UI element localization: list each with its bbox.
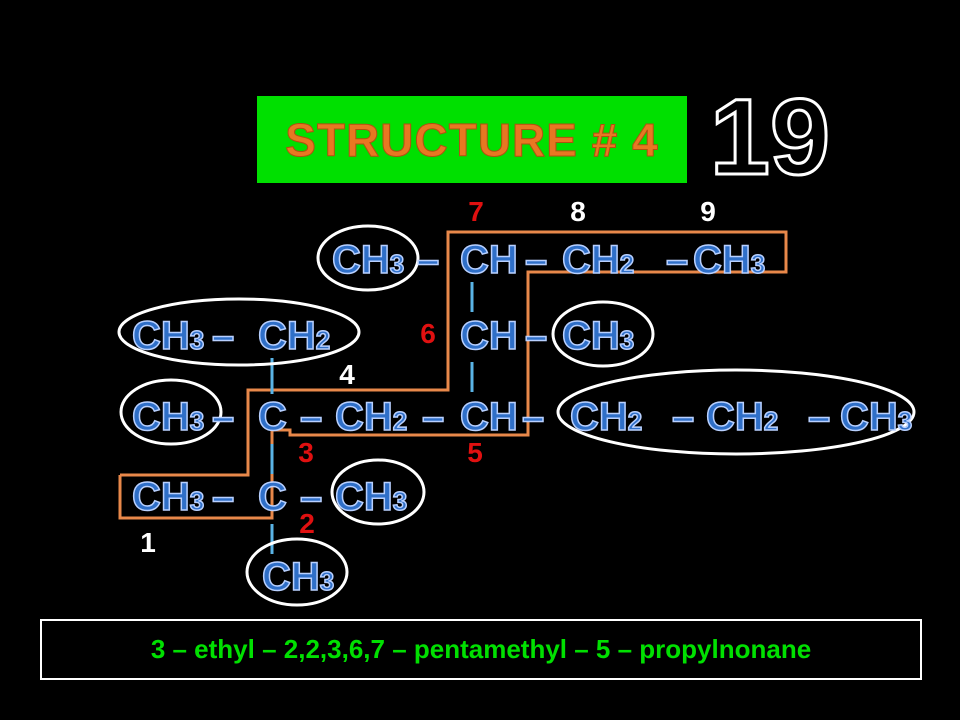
bond-dash: – xyxy=(300,475,322,519)
title-box: STRUCTURE # 4 xyxy=(257,96,687,183)
substituent-circles xyxy=(117,224,916,607)
main-chain-path xyxy=(118,230,788,520)
group-label: CH3 xyxy=(132,475,204,519)
group-label: C xyxy=(258,395,287,439)
group-label: C xyxy=(258,475,287,519)
bond-dash: – xyxy=(212,475,234,519)
group-label: CH2 xyxy=(570,395,642,439)
group-label: CH3 xyxy=(262,555,334,599)
bond-dash: – xyxy=(422,395,444,439)
group-label: CH xyxy=(460,314,518,358)
group-label: CH3 xyxy=(132,395,204,439)
carbon-number-2: 2 xyxy=(299,508,315,539)
carbon-number-1: 1 xyxy=(140,527,156,558)
slide-counter: 19 xyxy=(708,76,831,197)
bond-dash: – xyxy=(300,395,322,439)
bond-dash: – xyxy=(212,395,234,439)
circle-ethyl xyxy=(117,297,361,367)
circle-c7-methyl xyxy=(316,224,420,292)
carbon-number-3: 3 xyxy=(298,437,314,468)
bond-dash: – xyxy=(672,395,694,439)
carbon-numbers: 1 2 3 4 5 6 7 8 9 xyxy=(140,196,716,558)
carbon-number-6: 6 xyxy=(420,318,436,349)
bond-dash: – xyxy=(417,238,439,282)
carbon-number-4: 4 xyxy=(339,359,355,390)
circle-c6-methyl xyxy=(551,300,655,368)
circle-c2-methyl-bottom xyxy=(245,537,349,607)
bond-dash: – xyxy=(522,395,544,439)
title: STRUCTURE # 4 xyxy=(285,113,659,166)
group-label: CH3 xyxy=(132,314,204,358)
circle-c2-methyl-right xyxy=(330,458,426,526)
group-label: CH3 xyxy=(332,238,404,282)
carbon-number-7: 7 xyxy=(468,196,484,227)
bond-dash: – xyxy=(525,314,547,358)
bond-dash: – xyxy=(808,395,830,439)
carbon-number-8: 8 xyxy=(570,196,586,227)
group-label: CH xyxy=(460,395,518,439)
group-label: CH2 xyxy=(706,395,778,439)
group-label: CH2 xyxy=(258,314,330,358)
group-label: CH xyxy=(460,238,518,282)
circle-c3-methyl xyxy=(119,378,223,446)
carbon-number-5: 5 xyxy=(467,437,483,468)
bond-dash: – xyxy=(666,238,688,282)
group-label: CH2 xyxy=(335,395,407,439)
iupac-name: 3 – ethyl – 2,2,3,6,7 – pentamethyl – 5 … xyxy=(150,634,812,664)
bond-dash: – xyxy=(212,314,234,358)
answer-box: 3 – ethyl – 2,2,3,6,7 – pentamethyl – 5 … xyxy=(40,619,922,680)
group-label: CH3 xyxy=(840,395,912,439)
group-label: CH3 xyxy=(562,314,634,358)
carbon-number-9: 9 xyxy=(700,196,716,227)
bond-dash: – xyxy=(525,238,547,282)
circle-propyl xyxy=(556,368,916,456)
group-label: CH3 xyxy=(335,475,407,519)
group-label: CH3 xyxy=(693,238,765,282)
group-label: CH2 xyxy=(562,238,634,282)
